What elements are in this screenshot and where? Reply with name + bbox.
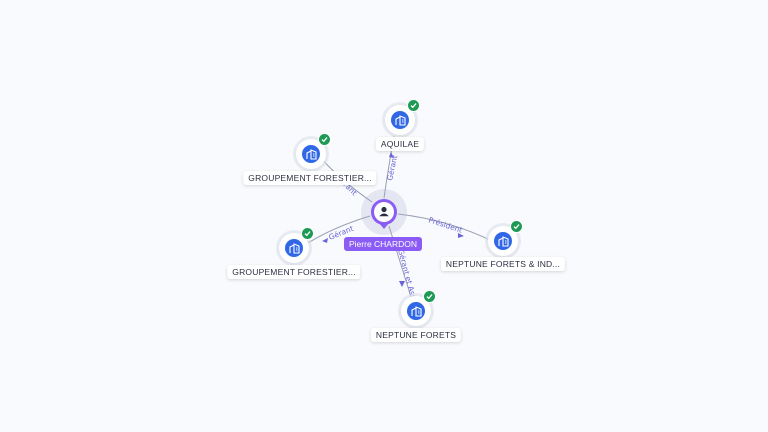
building-icon: [494, 232, 512, 250]
company-node-neptune[interactable]: [401, 290, 436, 326]
edge-label-neptune-ind: Président: [427, 215, 463, 234]
arrow-neptune: [399, 281, 405, 287]
company-node-neptune-ind[interactable]: [488, 220, 523, 256]
company-label-groupement-2[interactable]: GROUPEMENT FORESTIER...: [227, 265, 361, 279]
verified-check-icon: [318, 133, 331, 146]
company-node-groupement-2[interactable]: [279, 227, 314, 263]
arrow-aquilae: [389, 152, 394, 158]
person-icon: [379, 206, 389, 217]
company-label-neptune-ind[interactable]: NEPTUNE FORETS & IND...: [440, 257, 566, 271]
edge-neptune-ind: [397, 213, 495, 243]
company-label-groupement-1[interactable]: GROUPEMENT FORESTIER...: [243, 171, 377, 185]
company-label-aquilae[interactable]: AQUILAE: [375, 137, 425, 151]
verified-check-icon: [510, 220, 523, 233]
arrow-neptune-ind: [458, 233, 464, 238]
person-name-label[interactable]: Pierre CHARDON: [343, 237, 423, 251]
company-label-neptune[interactable]: NEPTUNE FORETS: [370, 328, 462, 342]
edge-neptune: [388, 225, 413, 301]
arrow-groupement-2: [322, 238, 328, 243]
building-icon: [302, 145, 320, 163]
verified-check-icon: [423, 290, 436, 303]
edge-label-aquilae: Gérant: [385, 154, 399, 181]
building-icon: [391, 111, 409, 129]
building-icon: [285, 239, 303, 257]
company-node-aquilae[interactable]: [385, 99, 420, 135]
person-node[interactable]: [370, 198, 398, 229]
person-pin: [370, 199, 397, 229]
company-node-groupement-1[interactable]: [296, 133, 331, 169]
verified-check-icon: [301, 227, 314, 240]
verified-check-icon: [407, 99, 420, 112]
building-icon: [407, 302, 425, 320]
